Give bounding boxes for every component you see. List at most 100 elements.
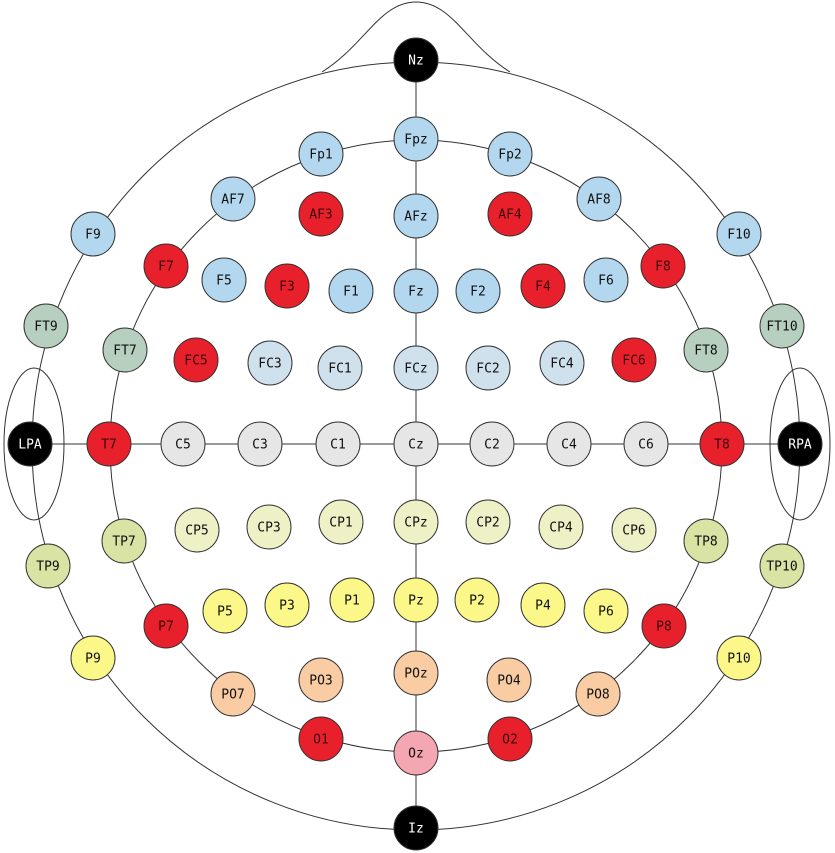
electrode-f4: F4 [520,263,566,309]
electrode-circle [393,345,439,391]
electrode-label: O1 [313,733,329,748]
electrode-circle [7,421,53,467]
electrode-circle [539,340,585,386]
electrode-f6: F6 [583,257,629,303]
electrode-circle [246,504,292,550]
electrode-label: FC5 [184,354,207,369]
electrode-label: C5 [175,438,191,453]
electrode-label: Nz [408,54,424,69]
electrode-label: C4 [561,438,577,453]
electrode-tp10: TP10 [759,543,805,589]
electrode-circle [520,263,566,309]
electrode-fpz: Fpz [393,116,439,162]
electrode-label: Pz [408,594,424,609]
electrode-p5: P5 [202,588,248,634]
electrode-circle [298,716,344,762]
electrode-fp2: Fp2 [487,131,533,177]
electrode-label: PO8 [586,688,609,703]
electrode-fc5: FC5 [173,337,219,383]
electrode-label: C2 [484,438,500,453]
electrode-circle [393,730,439,776]
electrode-label: P6 [598,605,614,620]
electrode-cp3: CP3 [246,504,292,550]
electrode-label: CP2 [476,516,499,531]
electrode-oz: Oz [393,730,439,776]
electrode-label: P5 [217,605,233,620]
electrode-cp6: CP6 [611,507,657,553]
electrode-circle [487,191,533,237]
electrode-label: POz [404,667,427,682]
electrode-circle [315,421,361,467]
electrode-ft9: FT9 [23,303,69,349]
electrode-circle [455,268,501,314]
electrode-circle [70,635,116,681]
electrode-f9: F9 [70,211,116,257]
electrode-label: AF4 [498,208,522,223]
electrode-label: F5 [216,274,232,289]
electrode-label: F10 [727,228,750,243]
electrode-p2: P2 [454,577,500,623]
electrode-p7: P7 [143,603,189,649]
electrode-circle [393,805,439,851]
electrode-circle [393,37,439,83]
electrode-circle [173,337,219,383]
electrode-circle [759,303,805,349]
electrode-c2: C2 [469,421,515,467]
electrode-label: Fp1 [309,148,332,163]
electrode-circle [298,657,344,703]
electrode-circle [683,518,729,564]
electrode-cp1: CP1 [318,499,364,545]
electrode-label: P7 [158,620,174,635]
electrode-p10: P10 [716,635,762,681]
electrode-label: P4 [535,599,551,614]
electrode-label: F4 [535,280,551,295]
electrode-label: FCz [404,362,427,377]
electrode-label: FT7 [113,344,136,359]
electrode-circle [201,257,247,303]
electrode-af3: AF3 [298,191,344,237]
electrode-label: P10 [727,652,750,667]
electrode-label: F1 [343,285,359,300]
electrode-circle [393,499,439,545]
electrode-label: PO4 [497,674,521,689]
electrode-tp8: TP8 [683,518,729,564]
electrode-label: FC2 [476,362,499,377]
electrode-circle [683,327,729,373]
electrode-label: P2 [469,594,485,609]
electrode-circle [454,577,500,623]
electrode-circle [25,543,71,589]
electrode-tp9: TP9 [25,543,71,589]
electrode-circle [393,193,439,239]
electrode-label: Oz [408,747,424,762]
electrode-label: T8 [714,438,730,453]
electrode-circle [328,268,374,314]
electrode-label: F2 [470,285,486,300]
electrode-circle [393,116,439,162]
electrode-label: TP10 [766,560,797,575]
electrode-label: CP5 [185,524,208,539]
electrode-fz: Fz [393,268,439,314]
electrode-label: FT8 [694,344,717,359]
electrode-circle [317,345,363,391]
electrode-label: Fz [408,285,424,300]
electrode-circle [538,504,584,550]
electrode-po4: PO4 [486,657,532,703]
electrode-circle [237,421,283,467]
electrode-p8: P8 [641,603,687,649]
electrode-label: TP8 [694,535,717,550]
electrode-afz: AFz [393,193,439,239]
electrode-p1: P1 [329,577,375,623]
electrode-po3: PO3 [298,657,344,703]
electrode-circle [393,268,439,314]
electrode-circle [546,421,592,467]
electrode-label: Fpz [404,133,427,148]
electrode-circle [759,543,805,589]
electrode-fc6: FC6 [611,337,657,383]
electrode-f1: F1 [328,268,374,314]
electrode-circle [575,671,621,717]
electrode-rpa: RPA [777,421,823,467]
electrode-label: F3 [279,280,295,295]
electrode-fcz: FCz [393,345,439,391]
